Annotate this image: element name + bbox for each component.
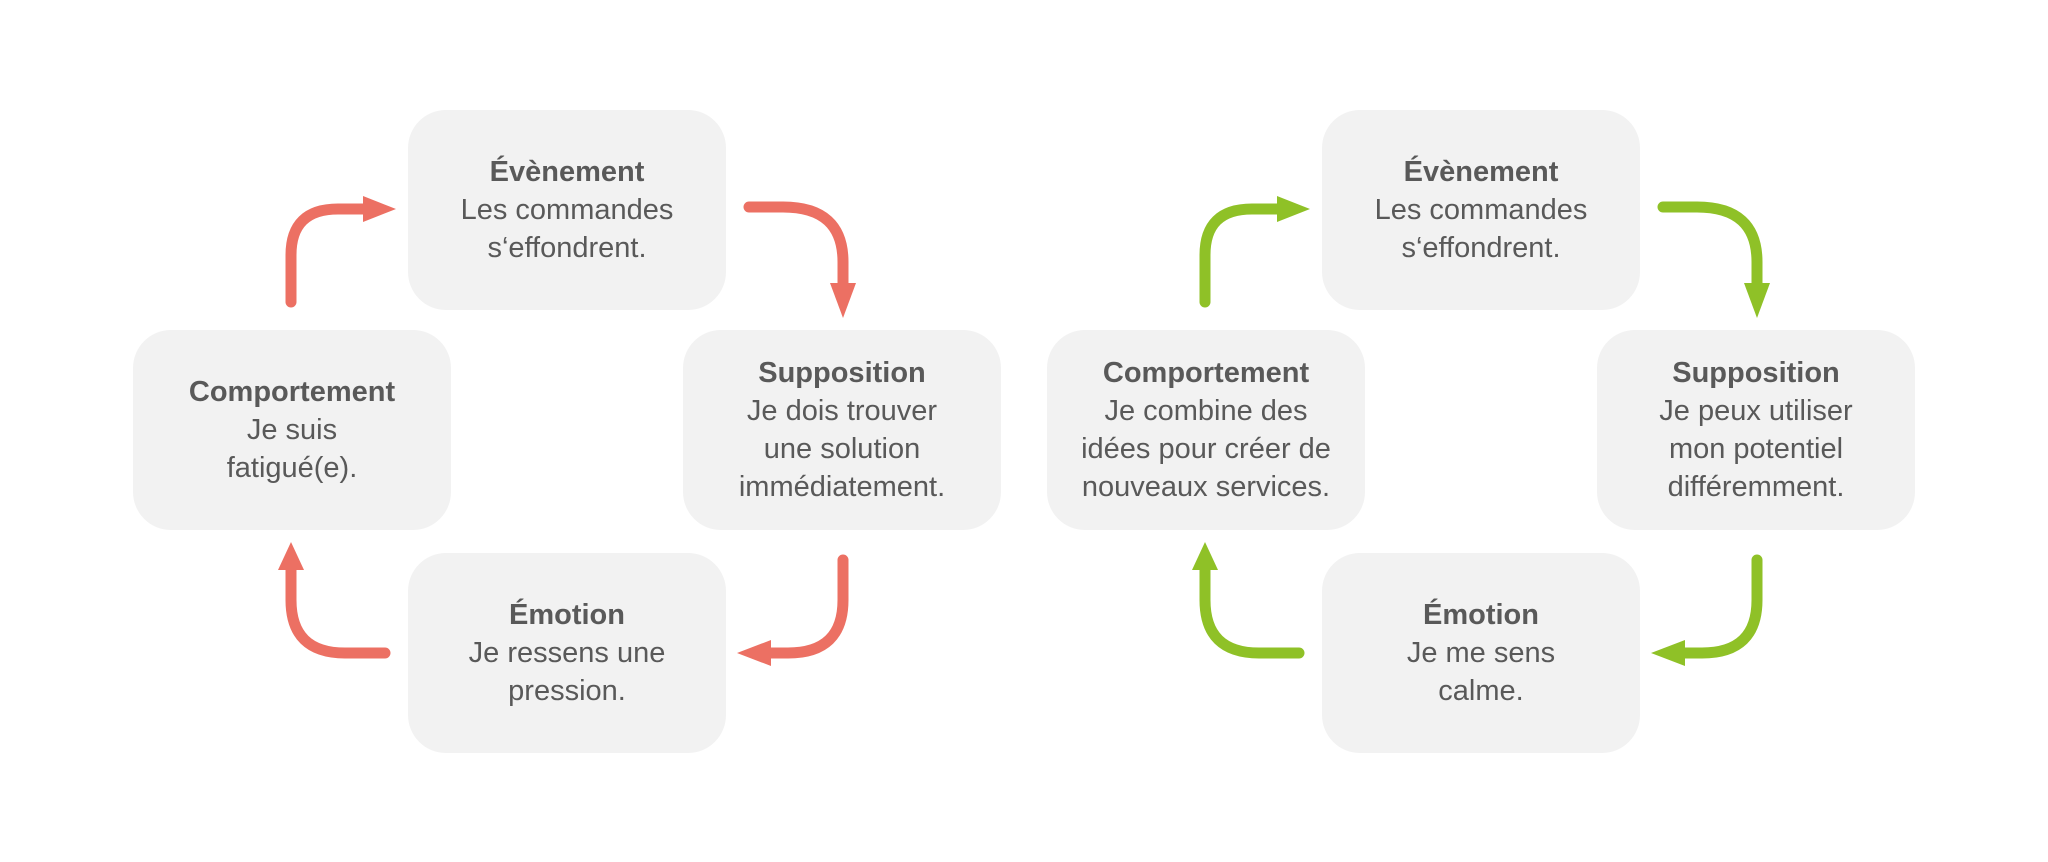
arrowhead-event-to-assumption	[1744, 283, 1770, 318]
positive-cycle: Évènement Les commandes s‘effondrent. Su…	[1047, 0, 1947, 862]
event-text: Les commandes s‘effondrent.	[1374, 194, 1588, 264]
event-title: Évènement	[1403, 156, 1559, 188]
behavior-text: Je combine des idées pour créer de nouve…	[1081, 395, 1331, 503]
event-card: Évènement Les commandes s‘effondrent.	[1322, 110, 1640, 310]
assumption-title: Supposition	[1672, 357, 1840, 389]
emotion-text: Je me sens calme.	[1406, 637, 1556, 707]
arrow-event-to-assumption	[1657, 201, 1763, 291]
arrow-assumption-to-emotion	[762, 554, 849, 659]
arrowhead-emotion-to-behavior	[278, 542, 304, 570]
arrowhead-emotion-to-behavior	[1192, 542, 1218, 570]
arrow-emotion-to-behavior	[1199, 562, 1305, 659]
arrowhead-event-to-assumption	[830, 283, 856, 318]
arrowhead-assumption-to-emotion	[737, 640, 771, 666]
assumption-text: Je peux utiliser mon potentiel différemm…	[1659, 395, 1853, 503]
behavior-title: Comportement	[188, 376, 396, 408]
arrow-assumption-to-emotion	[1676, 554, 1763, 659]
behavior-title: Comportement	[1102, 357, 1310, 389]
negative-cycle: Évènement Les commandes s‘effondrent. Su…	[133, 0, 1033, 862]
assumption-card: Supposition Je peux utiliser mon potenti…	[1597, 330, 1915, 530]
assumption-title: Supposition	[758, 357, 926, 389]
behavior-card: Comportement Je combine des idées pour c…	[1047, 330, 1365, 530]
arrow-event-to-assumption	[743, 201, 849, 291]
assumption-text: Je dois trouver une solution immédiateme…	[738, 395, 946, 503]
event-text: Les commandes s‘effondrent.	[460, 194, 674, 264]
event-title: Évènement	[489, 156, 645, 188]
assumption-card: Supposition Je dois trouver une solution…	[683, 330, 1001, 530]
arrowhead-assumption-to-emotion	[1651, 640, 1685, 666]
event-card: Évènement Les commandes s‘effondrent.	[408, 110, 726, 310]
negative-cycle-arrows	[278, 196, 856, 666]
emotion-title: Émotion	[509, 599, 625, 631]
behavior-text: Je suis fatigué(e).	[226, 414, 358, 484]
behavior-card: Comportement Je suis fatigué(e).	[133, 330, 451, 530]
arrowhead-behavior-to-event	[363, 196, 396, 222]
arrow-behavior-to-event	[285, 203, 371, 308]
emotion-card: Émotion Je me sens calme.	[1322, 553, 1640, 753]
emotion-text: Je ressens une pression.	[468, 637, 666, 707]
arrowhead-behavior-to-event	[1277, 196, 1310, 222]
positive-cycle-arrows	[1192, 196, 1770, 666]
arrow-emotion-to-behavior	[285, 562, 391, 659]
arrow-behavior-to-event	[1199, 203, 1285, 308]
emotion-title: Émotion	[1423, 599, 1539, 631]
emotion-card: Émotion Je ressens une pression.	[408, 553, 726, 753]
